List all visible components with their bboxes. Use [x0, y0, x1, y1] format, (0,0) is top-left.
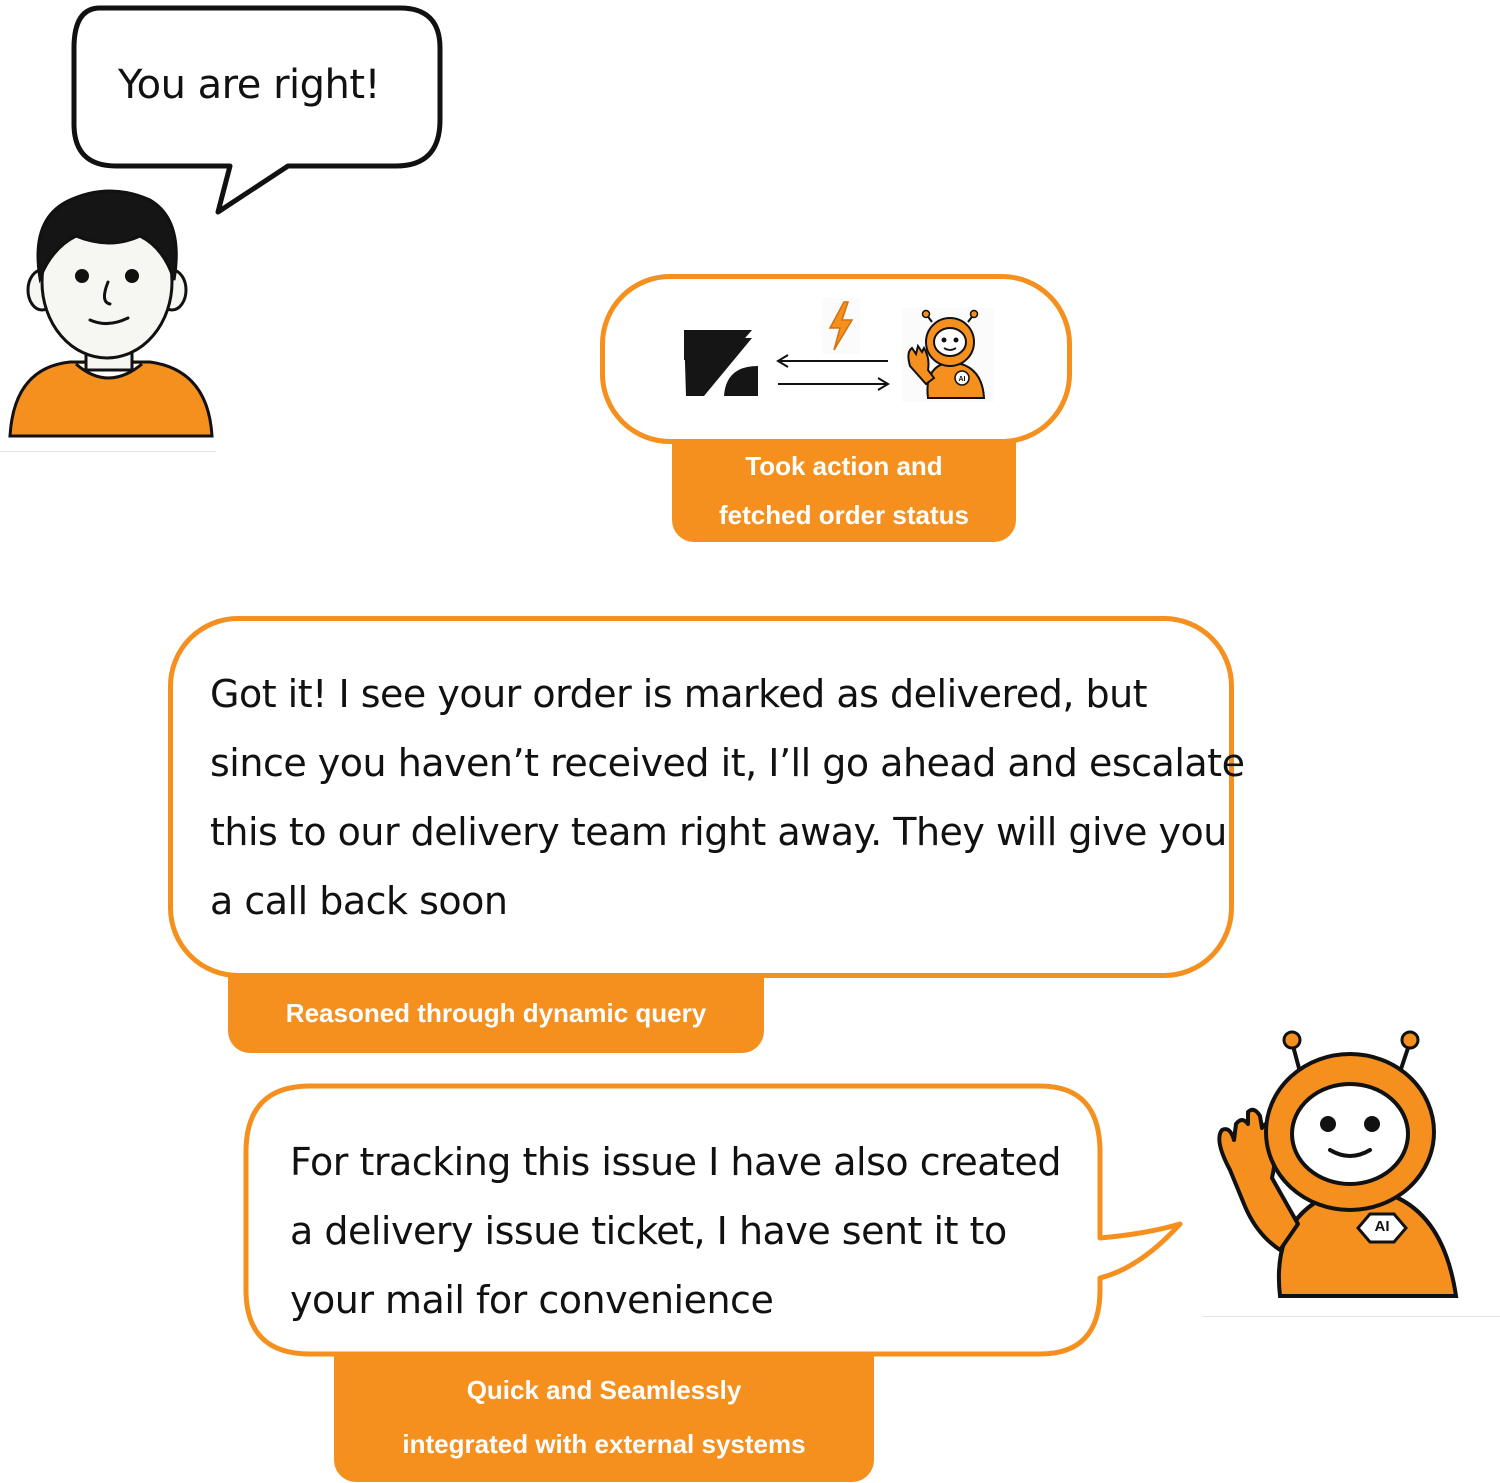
caption-took-action: Took action and fetched order status — [672, 440, 1016, 542]
bot-reply-bubble — [168, 616, 1234, 978]
caption-reasoned: Reasoned through dynamic query — [228, 973, 764, 1053]
caption-integrated-line1: Quick and Seamlessly — [466, 1375, 742, 1405]
bot-reply-line1: Got it! I see your order is marked as de… — [210, 672, 1148, 716]
bot-reply-line2: since you haven’t received it, I’ll go a… — [210, 741, 1245, 785]
bot-badge-text: AI — [1374, 1218, 1390, 1235]
user-avatar — [8, 189, 214, 438]
user-speech-text: You are right! — [118, 62, 381, 108]
caption-took-action-line2: fetched order status — [719, 500, 969, 530]
ticket-bubble — [243, 1083, 1183, 1357]
bot-reply-line4: a call back soon — [210, 879, 508, 923]
avatar-divider — [0, 451, 216, 452]
robot-icon: AI — [902, 308, 994, 402]
caption-integrated-line2: integrated with external systems — [402, 1429, 806, 1459]
caption-integrated: Quick and Seamlessly integrated with ext… — [334, 1352, 874, 1482]
caption-took-action-line1: Took action and — [745, 451, 943, 481]
bot-avatar — [1217, 1030, 1459, 1298]
bot-divider — [1202, 1316, 1500, 1317]
ticket-line1: For tracking this issue I have also crea… — [290, 1140, 1061, 1184]
zendesk-logo-icon — [684, 330, 758, 396]
sync-arrows-icon — [776, 354, 890, 391]
bot-reply-line3: this to our delivery team right away. Th… — [210, 810, 1227, 854]
ticket-line3: your mail for convenience — [290, 1278, 774, 1322]
lightning-icon — [822, 298, 860, 354]
user-speech-bubble — [71, 5, 443, 215]
ticket-line2: a delivery issue ticket, I have sent it … — [290, 1209, 1007, 1253]
svg-text:AI: AI — [959, 376, 966, 383]
